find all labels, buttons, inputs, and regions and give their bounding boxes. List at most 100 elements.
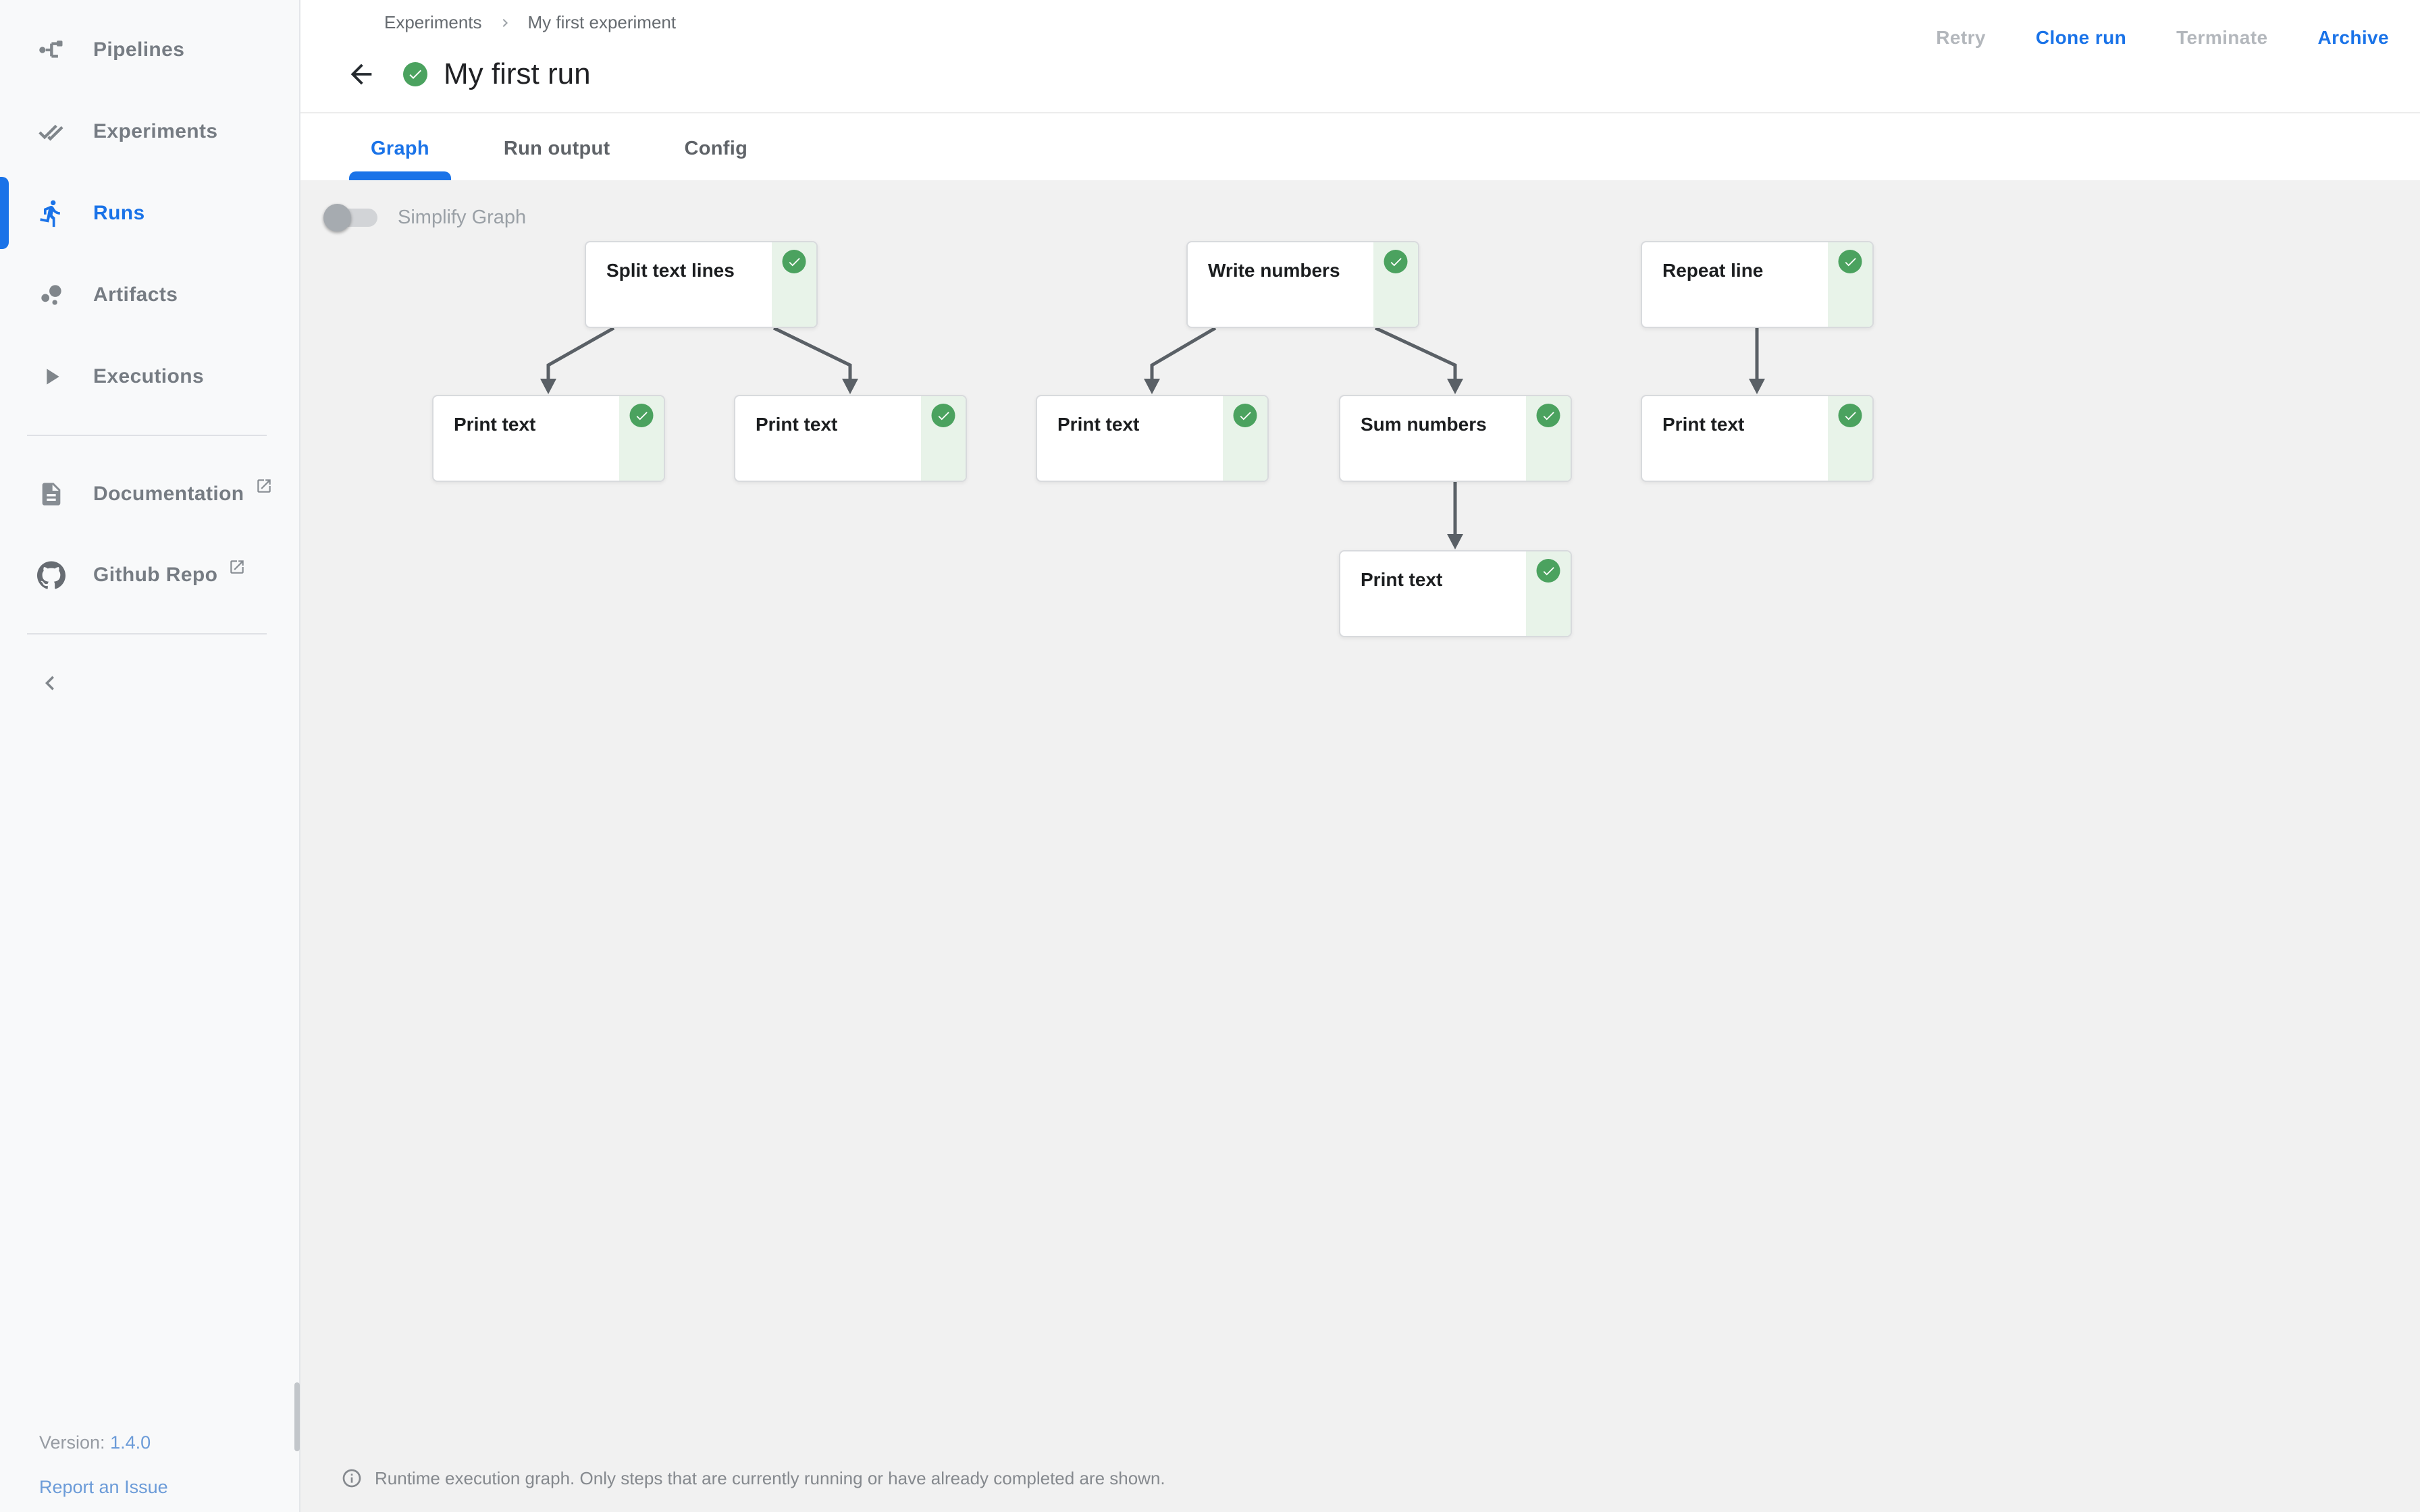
node-status-strip — [1223, 396, 1267, 481]
graph-node-repeat-line[interactable]: Repeat line — [1641, 241, 1874, 328]
runtime-graph-note: Runtime execution graph. Only steps that… — [341, 1467, 1165, 1489]
run-actions: Retry Clone run Terminate Archive — [1936, 27, 2389, 49]
switch-thumb — [323, 204, 351, 232]
external-link-icon — [228, 558, 246, 579]
external-link-icon — [255, 477, 273, 498]
active-tab-indicator — [349, 171, 451, 180]
info-icon — [342, 1469, 361, 1488]
graph-node-split-text-lines[interactable]: Split text lines — [585, 241, 818, 328]
graph-node-print-text-3[interactable]: Print text — [1036, 395, 1269, 482]
tab-bar: Graph Run output Config — [300, 113, 2420, 180]
status-success-icon — [1536, 559, 1560, 583]
version-link[interactable]: 1.4.0 — [110, 1432, 151, 1453]
chevron-right-icon — [502, 18, 508, 27]
retry-button[interactable]: Retry — [1936, 27, 1986, 48]
node-status-strip — [772, 242, 816, 327]
sidebar-item-executions[interactable]: Executions — [0, 335, 299, 417]
archive-button[interactable]: Archive — [2317, 27, 2389, 48]
sidebar-nav: Pipelines Experiments Runs — [0, 0, 299, 417]
node-label: Print text — [454, 414, 536, 435]
sidebar-link-github[interactable]: Github Repo — [0, 535, 299, 616]
status-success-icon — [1838, 250, 1862, 273]
runtime-graph-note-text: Runtime execution graph. Only steps that… — [375, 1467, 1165, 1488]
simplify-graph-label: Simplify Graph — [398, 206, 527, 228]
version-text: Version: 1.4.0 — [39, 1432, 151, 1453]
node-label: Split text lines — [606, 260, 735, 281]
breadcrumb-current[interactable]: My first experiment — [527, 12, 677, 32]
sidebar-item-label: Experiments — [93, 119, 218, 142]
report-issue-link[interactable]: Report an Issue — [39, 1477, 168, 1497]
back-button[interactable] — [342, 55, 380, 93]
graph-node-print-text-2[interactable]: Print text — [734, 395, 967, 482]
status-success-icon — [1233, 404, 1257, 427]
node-status-strip — [1526, 551, 1571, 636]
status-success-icon — [931, 404, 955, 427]
node-status-strip — [1828, 396, 1872, 481]
collapse-sidebar-button[interactable] — [34, 667, 66, 699]
document-icon — [36, 479, 66, 509]
simplify-graph-toggle[interactable]: Simplify Graph — [323, 196, 526, 238]
sidebar-item-pipelines[interactable]: Pipelines — [0, 9, 299, 90]
node-status-strip — [1373, 242, 1418, 327]
graph-node-print-text-1[interactable]: Print text — [432, 395, 665, 482]
pipelines-icon — [36, 35, 66, 65]
graph-node-write-numbers[interactable]: Write numbers — [1186, 241, 1419, 328]
artifacts-icon — [36, 280, 66, 310]
node-label: Write numbers — [1208, 260, 1340, 281]
page-title: My first run — [444, 57, 591, 90]
tab-label: Run output — [503, 138, 610, 159]
terminate-button[interactable]: Terminate — [2176, 27, 2268, 48]
sidebar-link-label: Documentation — [93, 483, 244, 505]
sidebar-item-label: Artifacts — [93, 283, 178, 306]
graph-canvas: Simplify Graph Split text lines Print te… — [300, 180, 2420, 1512]
title-row: My first run — [342, 55, 591, 93]
tab-label: Config — [684, 138, 748, 159]
status-success-icon — [1384, 250, 1408, 273]
sidebar-item-experiments[interactable]: Experiments — [0, 90, 299, 172]
sidebar-item-label: Runs — [93, 201, 145, 224]
arrow-back-icon — [350, 63, 372, 85]
node-status-strip — [1828, 242, 1872, 327]
github-icon — [36, 560, 66, 590]
status-success-icon — [629, 404, 654, 427]
experiments-icon — [36, 117, 66, 146]
sidebar-scrollbar-thumb[interactable] — [294, 1382, 300, 1451]
sidebar-item-label: Pipelines — [93, 38, 185, 61]
toggle-switch-off[interactable] — [323, 196, 377, 238]
runs-icon — [36, 198, 66, 228]
node-status-strip — [1526, 396, 1571, 481]
sidebar-divider — [27, 435, 267, 436]
main-content: Experiments My first experiment My first… — [300, 0, 2420, 1512]
sidebar-item-label: Executions — [93, 364, 205, 387]
status-success-icon — [782, 250, 806, 273]
run-status-success-icon — [403, 62, 427, 86]
graph-node-sum-numbers[interactable]: Sum numbers — [1339, 395, 1572, 482]
breadcrumb: Experiments My first experiment — [384, 12, 676, 33]
tab-label: Graph — [371, 138, 429, 159]
status-success-icon — [1838, 404, 1862, 427]
version-label: Version: — [39, 1432, 105, 1453]
chevron-left-icon — [45, 676, 54, 691]
sidebar-item-runs[interactable]: Runs — [0, 172, 299, 254]
graph-node-print-text-5[interactable]: Print text — [1641, 395, 1874, 482]
node-status-strip — [921, 396, 966, 481]
sidebar-link-label: Github Repo — [93, 564, 218, 586]
graph-node-print-text-4[interactable]: Print text — [1339, 550, 1572, 637]
sidebar-link-documentation[interactable]: Documentation — [0, 454, 299, 535]
status-success-icon — [1536, 404, 1560, 427]
page-header: Experiments My first experiment My first… — [300, 0, 2420, 113]
node-label: Sum numbers — [1361, 414, 1487, 435]
executions-icon — [36, 362, 66, 392]
sidebar: Pipelines Experiments Runs — [0, 0, 300, 1512]
graph-edges — [540, 326, 1765, 549]
node-label: Print text — [1361, 569, 1443, 590]
node-status-strip — [619, 396, 664, 481]
node-label: Print text — [756, 414, 838, 435]
tab-config[interactable]: Config — [660, 138, 772, 180]
breadcrumb-experiments[interactable]: Experiments — [384, 12, 482, 32]
clone-run-button[interactable]: Clone run — [2035, 27, 2127, 48]
tab-graph[interactable]: Graph — [346, 138, 454, 180]
sidebar-item-artifacts[interactable]: Artifacts — [0, 254, 299, 335]
tab-run-output[interactable]: Run output — [479, 138, 635, 180]
